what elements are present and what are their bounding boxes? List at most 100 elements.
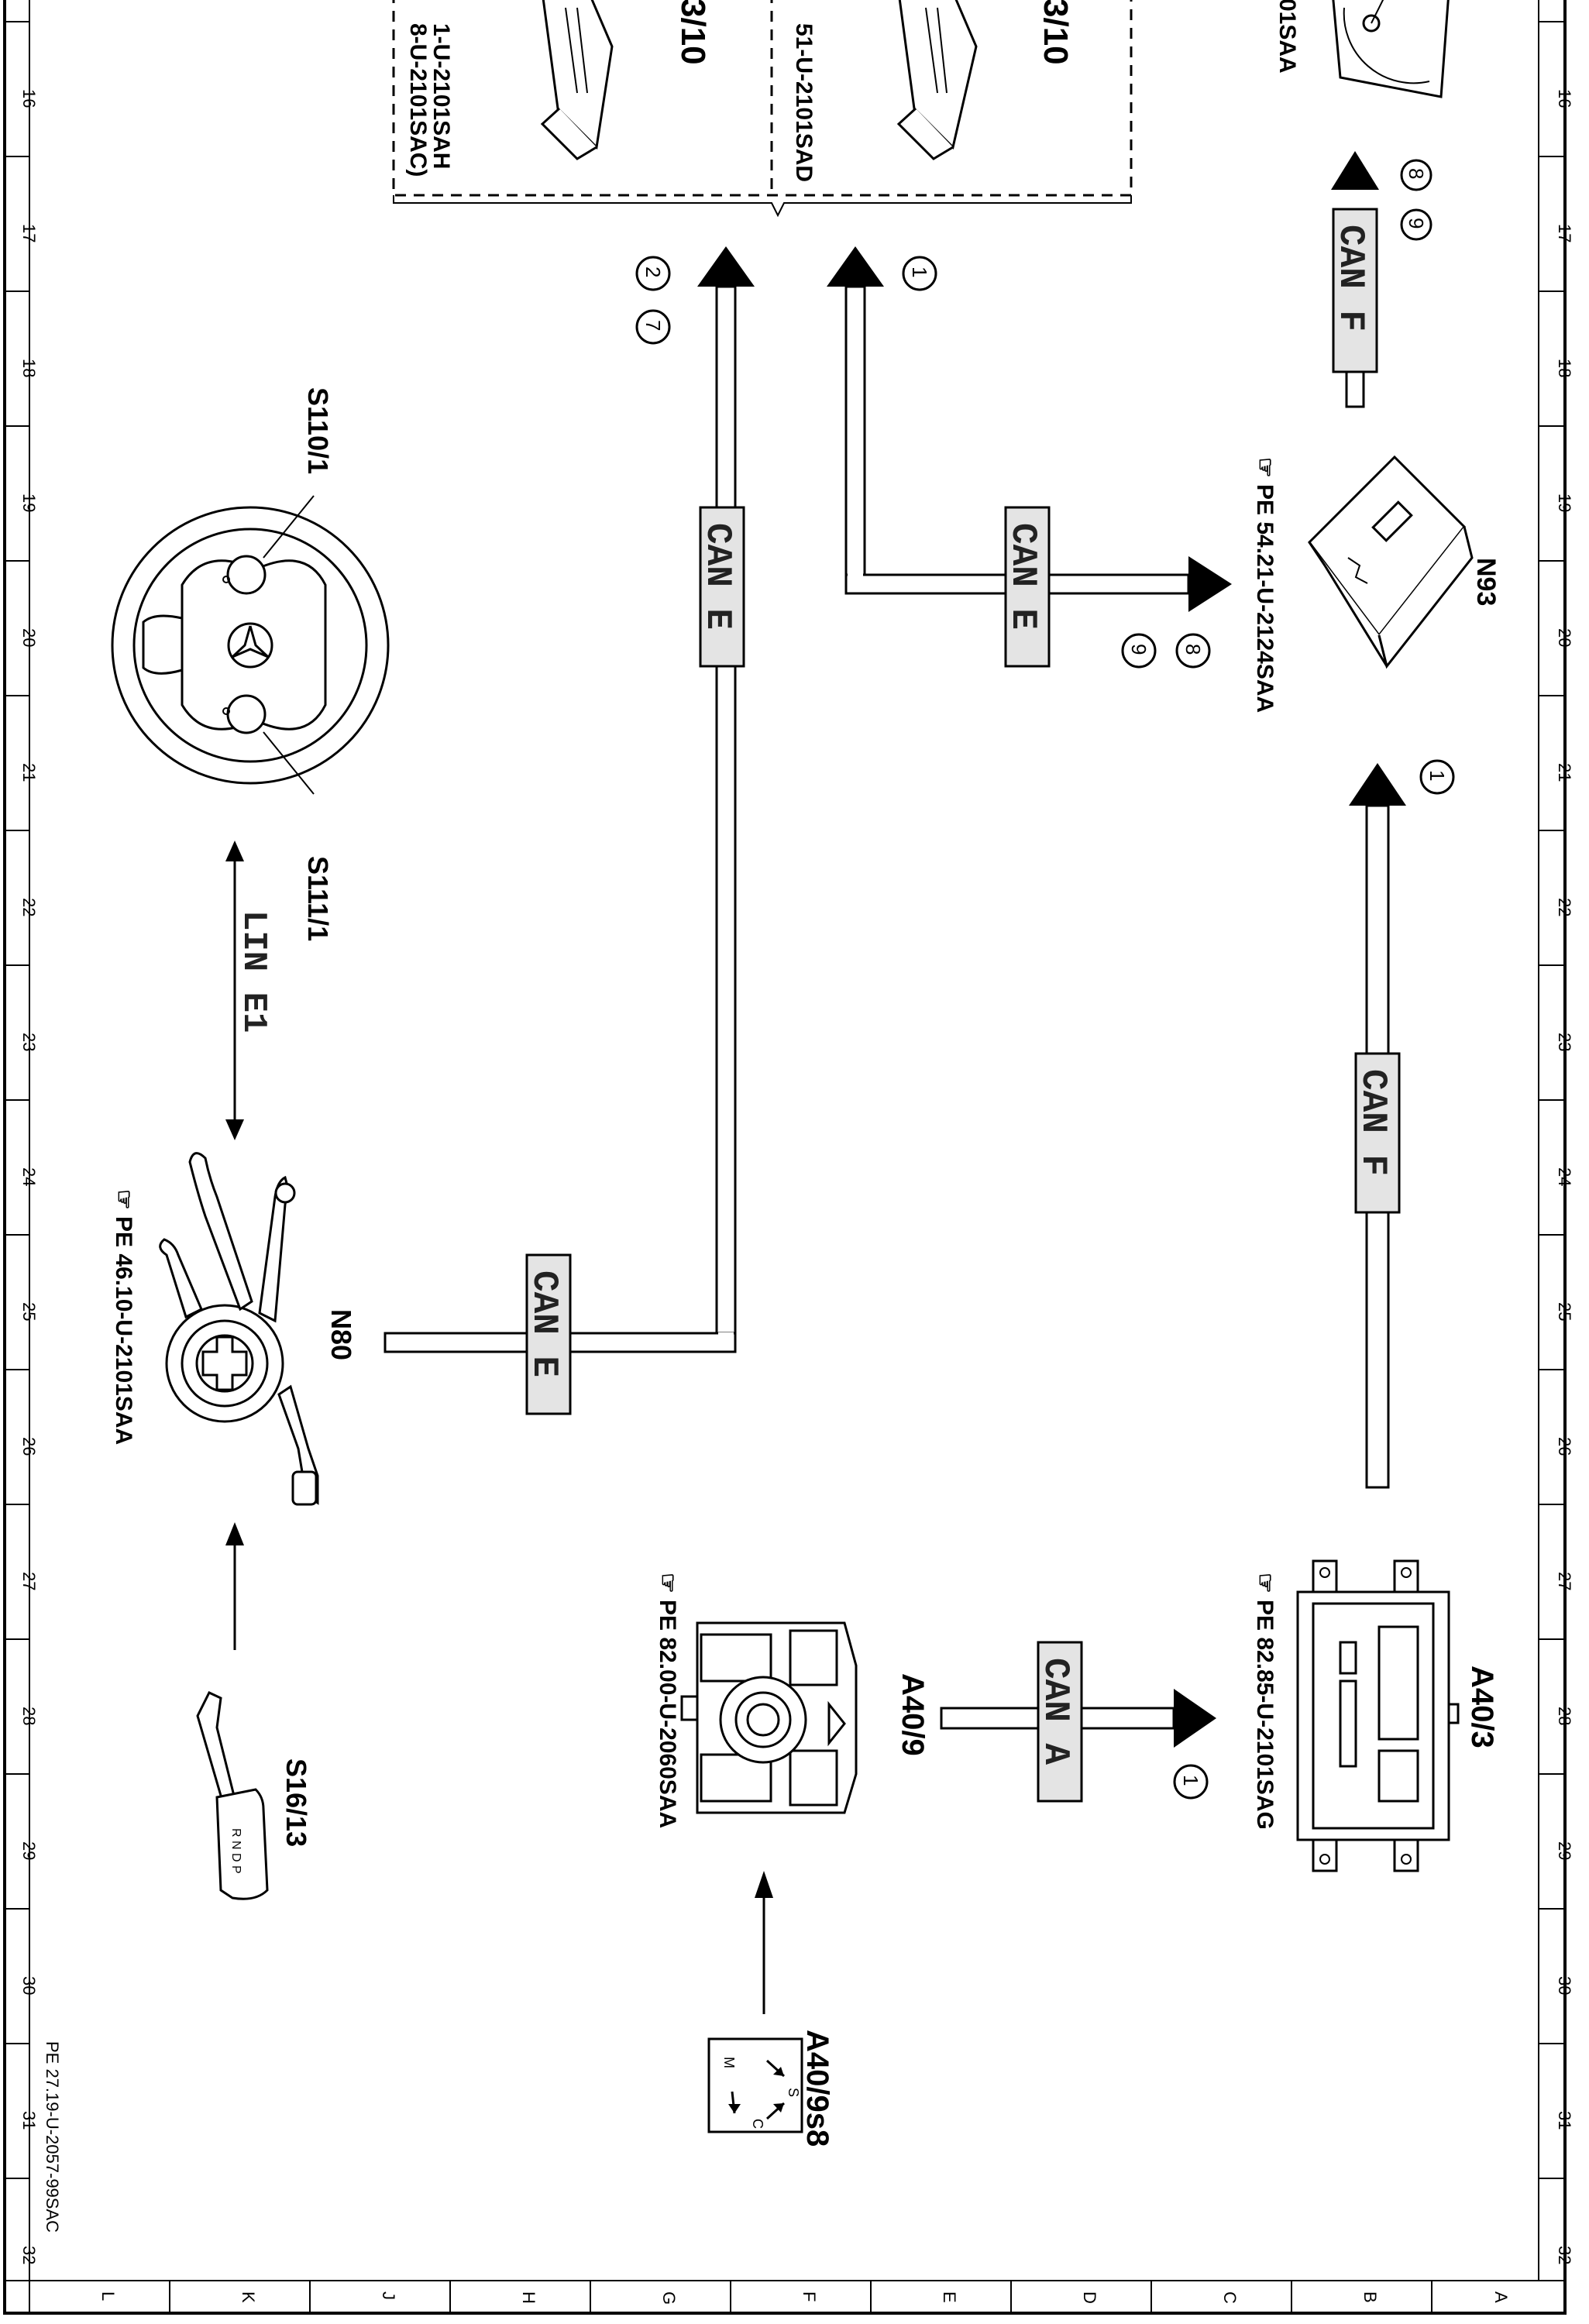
grid-number: 21	[1555, 763, 1574, 782]
svg-text:1: 1	[1426, 770, 1449, 781]
can-e-label-trunk: CAN E	[697, 523, 738, 630]
grid-number: 28	[19, 1707, 39, 1725]
right-grid-ticks	[1539, 21, 1565, 2179]
grid-number: 32	[19, 2246, 39, 2264]
bottom-grid-letters: L K J H G F E D C B A	[98, 2291, 1511, 2305]
n80-label: N80	[325, 1309, 357, 1360]
can-e-branch: CAN E	[827, 246, 1232, 668]
grid-number: 19	[1555, 493, 1574, 512]
s110-1-label: S110/1	[302, 387, 334, 474]
marker-8-mid: 8	[1175, 633, 1211, 669]
grid-letter: L	[98, 2291, 118, 2301]
svg-text:1: 1	[1179, 1775, 1202, 1786]
grid-number: 29	[19, 1841, 39, 1860]
can-f-lower-link: CAN F	[1349, 763, 1406, 1489]
grid-letter: K	[239, 2291, 258, 2303]
marker-1-can-a: 1	[1173, 1764, 1209, 1800]
a40-9-reference: ☞ PE 82.00-U-2060SAA	[655, 1573, 680, 1828]
arrow-up-icon	[697, 246, 755, 287]
hand-pointer-icon: ☞	[111, 1189, 136, 1210]
arrow-up-icon	[1331, 151, 1379, 190]
a40-3-reference: ☞ PE 82.85-U-2101SAG	[1252, 1573, 1278, 1830]
grid-letter: G	[659, 2291, 679, 2305]
grid-number: 27	[1555, 1572, 1574, 1590]
s16-13-shift-lever-icon: R N D P	[196, 1691, 269, 1900]
top-module-group: 1-U-2101SAH 8-U-2101SAC) 3/10 51-U-2101S…	[392, 0, 1450, 218]
svg-text:PE 82.00-U-2060SAA: PE 82.00-U-2060SAA	[655, 1600, 680, 1828]
sheet-border	[3, 0, 1567, 2315]
s16-13-label: S16/13	[280, 1758, 312, 1847]
a40-9-control-panel-icon	[680, 1621, 858, 1814]
module-right-ref: 51-U-2101SAD	[791, 23, 817, 182]
arrow-down-icon	[225, 1119, 244, 1140]
grid-number: 25	[1555, 1302, 1574, 1321]
n93-module-icon	[1308, 455, 1474, 669]
grid-number: 31	[1555, 2111, 1574, 2130]
grid-number: 28	[1555, 1707, 1574, 1725]
grid-number: 31	[19, 2111, 39, 2130]
marker-1-top: 1	[902, 256, 937, 291]
module-right-number: 3/10	[1037, 0, 1075, 65]
svg-text:C: C	[750, 2119, 765, 2129]
grid-letter: C	[1220, 2291, 1240, 2304]
grid-number: 25	[19, 1302, 39, 1321]
steering-wheel-icon	[111, 495, 390, 795]
footer-code: PE 27.19-U-2057-99SAC	[43, 2041, 62, 2233]
lin-e1-link: LIN E1	[225, 841, 273, 1140]
grid-number: 23	[1555, 1033, 1574, 1051]
grid-number: 32	[1555, 2246, 1574, 2264]
can-a-link: CAN A	[940, 1641, 1216, 1803]
marker-7: 7	[635, 309, 671, 345]
lin-e1-label: LIN E1	[234, 910, 273, 1033]
module-brace	[393, 195, 1132, 218]
grid-number: 22	[19, 898, 39, 916]
can-e-label-n80: CAN E	[524, 1270, 564, 1377]
grid-number: 22	[1555, 898, 1574, 916]
grid-number: 23	[19, 1033, 39, 1051]
grid-number: 24	[1555, 1167, 1574, 1186]
grid-number: 21	[19, 763, 39, 782]
n80-reference: ☞ PE 46.10-U-2101SAA	[111, 1189, 136, 1445]
grid-number: 19	[19, 493, 39, 512]
module-left-ref-2: 8-U-2101SAC)	[405, 23, 431, 177]
svg-text:8: 8	[1181, 644, 1205, 655]
grid-number: 16	[19, 89, 39, 108]
can-f-label-lower: CAN F	[1353, 1069, 1393, 1176]
arrow-right-icon	[1188, 556, 1232, 612]
grid-letter: B	[1360, 2291, 1380, 2303]
n93-label: N93	[1471, 558, 1501, 606]
cluster-ref: 01SAA	[1274, 0, 1300, 74]
marker-9-mid: 9	[1121, 633, 1157, 669]
instrument-cluster-icon	[1332, 0, 1450, 98]
module-left-ref-1: 1-U-2101SAH	[428, 23, 454, 169]
svg-text:PE 46.10-U-2101SAA: PE 46.10-U-2101SAA	[111, 1216, 136, 1445]
hand-pointer-icon: ☞	[1252, 1573, 1278, 1593]
can-f-label: CAN F	[1330, 225, 1371, 332]
svg-text:PE 82.85-U-2101SAG: PE 82.85-U-2101SAG	[1252, 1600, 1278, 1830]
arrow-up-icon	[755, 1871, 773, 1898]
arrow-up-icon	[827, 246, 884, 287]
a40-3-label: A40/3	[1465, 1666, 1499, 1748]
grid-number: 27	[19, 1572, 39, 1590]
grid-number: 18	[19, 359, 39, 377]
grid-letter: J	[379, 2291, 398, 2300]
svg-text:7: 7	[641, 320, 665, 331]
control-unit-right-icon	[896, 0, 978, 160]
grid-number: 17	[1555, 224, 1574, 242]
marker-1-right: 1	[1419, 759, 1455, 795]
s16-13-to-n80-link	[225, 1522, 244, 1650]
grid-number: 20	[1555, 628, 1574, 647]
n80-steering-column-module-icon	[159, 1152, 319, 1506]
svg-text:1: 1	[908, 266, 931, 277]
arrow-right-icon	[1174, 1689, 1216, 1748]
grid-number: 20	[19, 628, 39, 647]
grid-number: 26	[19, 1437, 39, 1456]
left-grid-numbers: 16 17 18 19 20 21 22 23 24 25 26 27 28 2…	[19, 89, 39, 2264]
grid-letter: F	[800, 2291, 819, 2302]
can-a-label: CAN A	[1035, 1658, 1075, 1765]
grid-number: 26	[1555, 1437, 1574, 1456]
grid-letter: E	[940, 2291, 959, 2303]
grid-number: 30	[1555, 1976, 1574, 1995]
